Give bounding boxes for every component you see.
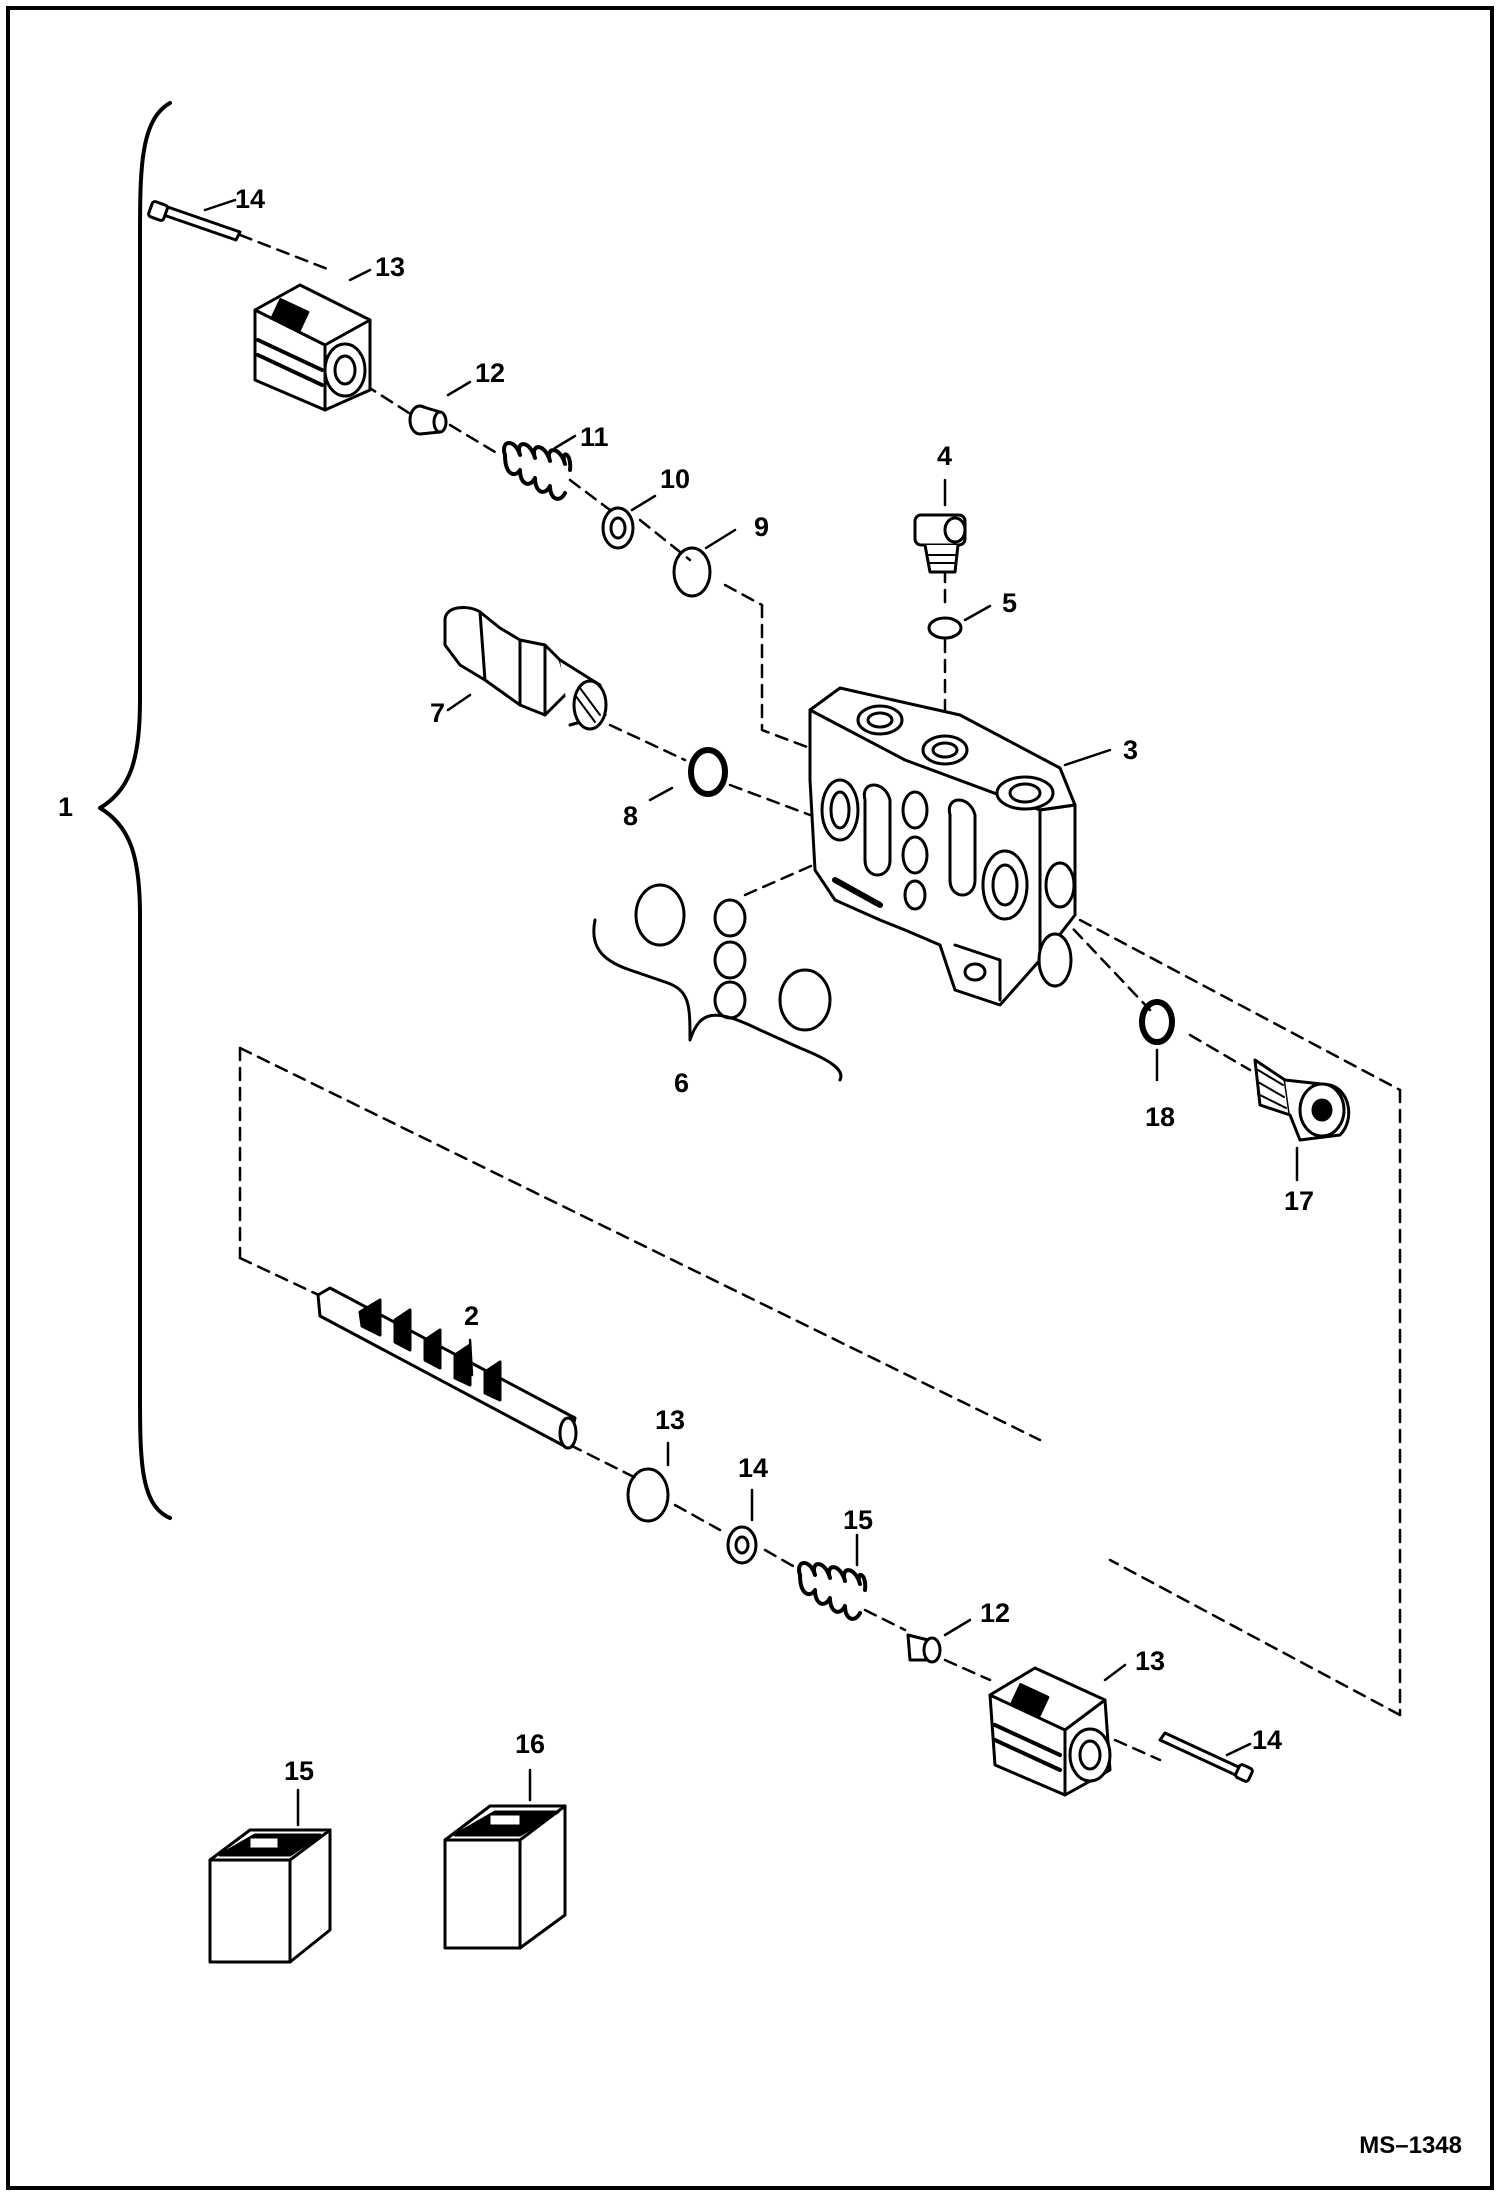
o-ring-icon-13b — [626, 1467, 670, 1523]
callout-leaders — [203, 198, 1299, 1827]
relief-valve-icon-7 — [443, 606, 608, 731]
callout-label-12-seat: 12 — [980, 1598, 1011, 1628]
callout-label-18: 18 — [1145, 1102, 1176, 1132]
callout-label-17: 17 — [1284, 1186, 1315, 1216]
bolt-icon-14c — [1158, 1731, 1254, 1783]
plug-icon-17 — [1253, 1058, 1351, 1142]
callout-label-14: 14 — [235, 184, 266, 214]
figure-code: MS–1348 — [1359, 2132, 1462, 2159]
spring-seat-icon-12b — [906, 1633, 942, 1664]
callout-label-12: 12 — [475, 358, 506, 388]
plug-icon-4 — [913, 513, 967, 574]
callout-label-14-bolt: 14 — [1252, 1725, 1283, 1755]
callout-label-5: 5 — [1002, 588, 1018, 618]
bolt-icon-top — [147, 200, 242, 242]
callout-label-3: 3 — [1123, 735, 1139, 765]
callout-label-11: 11 — [580, 422, 609, 452]
callout-label-7: 7 — [430, 698, 446, 728]
callout-label-16-kit: 16 — [515, 1729, 546, 1759]
o-ring-icon-5 — [927, 616, 963, 640]
callout-label-4: 4 — [937, 441, 953, 471]
kit-box-icon-15 — [208, 1828, 332, 1964]
o-ring-icon-9 — [672, 546, 712, 598]
washer-icon-14b — [726, 1525, 758, 1565]
end-cap-icon-top — [253, 283, 372, 412]
spring-seat-icon-top — [408, 404, 448, 436]
spool-icon-2 — [316, 1286, 578, 1450]
callout-label-2: 2 — [464, 1301, 480, 1331]
callout-label-13: 13 — [375, 252, 406, 282]
diagram-frame — [6, 6, 1494, 2190]
callout-label-14-washer: 14 — [738, 1453, 769, 1483]
callout-label-6: 6 — [674, 1068, 690, 1098]
callout-label-13-cap: 13 — [1135, 1646, 1166, 1676]
callout-label-15-kit: 15 — [284, 1756, 315, 1786]
callout-label-1: 1 — [58, 792, 74, 822]
callout-label-10: 10 — [660, 464, 691, 494]
dashed-leaders — [238, 233, 1402, 1762]
callout-label-8: 8 — [623, 801, 639, 831]
end-cap-icon-13c — [988, 1666, 1112, 1797]
callout-label-13-oring: 13 — [655, 1405, 686, 1435]
spring-icon-top — [502, 441, 573, 501]
o-ring-icon-18 — [1139, 999, 1175, 1045]
callout-label-15-spring: 15 — [843, 1505, 874, 1535]
kit-box-icon-16 — [443, 1804, 567, 1950]
spring-icon-15b — [797, 1561, 868, 1621]
o-ring-kit-icon-6 — [592, 883, 843, 1082]
washer-icon-top — [601, 506, 635, 550]
o-ring-icon-8 — [688, 747, 728, 797]
assembly-brace — [98, 101, 172, 1520]
callout-label-9: 9 — [754, 512, 770, 542]
valve-body-icon-3 — [808, 686, 1077, 1007]
